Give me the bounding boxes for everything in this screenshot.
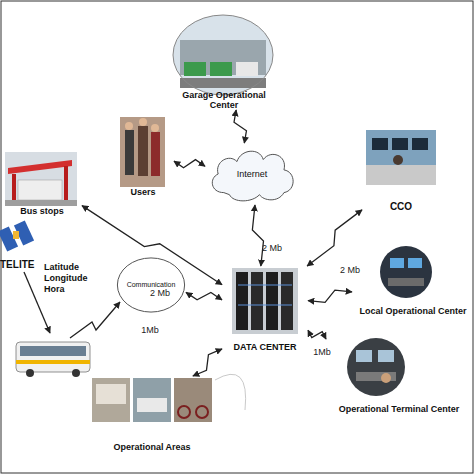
link-connector <box>308 330 326 339</box>
local-center-node: Local Operational Center <box>352 244 474 316</box>
signal-line <box>70 302 120 338</box>
coordinate-note: Latitude Longitude Hora <box>44 262 94 295</box>
decor-arc <box>215 374 246 410</box>
terminal-center-node: Operational Terminal Center <box>326 336 472 414</box>
bandwidth-label: 2 Mb <box>262 243 282 253</box>
bandwidth-label: 2 Mb <box>340 265 360 275</box>
satellite-node: TELITE <box>0 222 36 270</box>
link-connector <box>307 210 362 266</box>
node-label: Garage Operational Center <box>168 90 280 110</box>
node-label: DATA CENTER <box>234 342 297 352</box>
cco-node: CCO <box>362 128 440 212</box>
bandwidth-label: 1Mb <box>313 347 331 357</box>
internet-cloud: Internet <box>205 143 299 205</box>
node-label: CCO <box>390 202 412 212</box>
operational-areas-node: Operational Areas <box>88 376 216 452</box>
bus-photo <box>16 342 90 377</box>
terminal-center-photo <box>347 338 405 396</box>
node-label: Internet <box>237 169 268 179</box>
bandwidth-label: 1Mb <box>141 325 159 335</box>
local-center-photo <box>380 246 432 298</box>
link-connector <box>193 349 222 376</box>
garage-photo <box>173 15 273 95</box>
cco-photo <box>366 130 436 185</box>
link-connector <box>174 160 205 168</box>
users-photo <box>120 117 165 187</box>
communication-ellipse: Communication <box>116 256 186 314</box>
operational-areas-photos <box>92 378 212 422</box>
node-label: Operational Areas <box>113 442 190 452</box>
garage-node: Garage Operational Center <box>168 12 280 110</box>
bus-stop-photo <box>5 152 77 206</box>
node-label: Operational Terminal Center <box>339 404 459 414</box>
link-connector <box>308 290 352 302</box>
node-label: TELITE <box>0 260 34 270</box>
data-center-node: DATA CENTER <box>222 266 308 352</box>
link-connector <box>234 110 246 143</box>
users-node: Users <box>112 115 174 197</box>
node-label: Local Operational Center <box>359 306 466 316</box>
link-connector <box>82 206 222 285</box>
bus-stops-node: Bus stops <box>2 150 82 216</box>
node-label: Bus stops <box>20 206 64 216</box>
link-connector <box>186 292 222 300</box>
data-center-photo <box>232 268 298 334</box>
link-connector <box>252 205 263 266</box>
satellite-symbol <box>0 220 34 251</box>
node-label: Users <box>130 187 155 197</box>
bandwidth-label: 2 Mb <box>150 288 170 298</box>
